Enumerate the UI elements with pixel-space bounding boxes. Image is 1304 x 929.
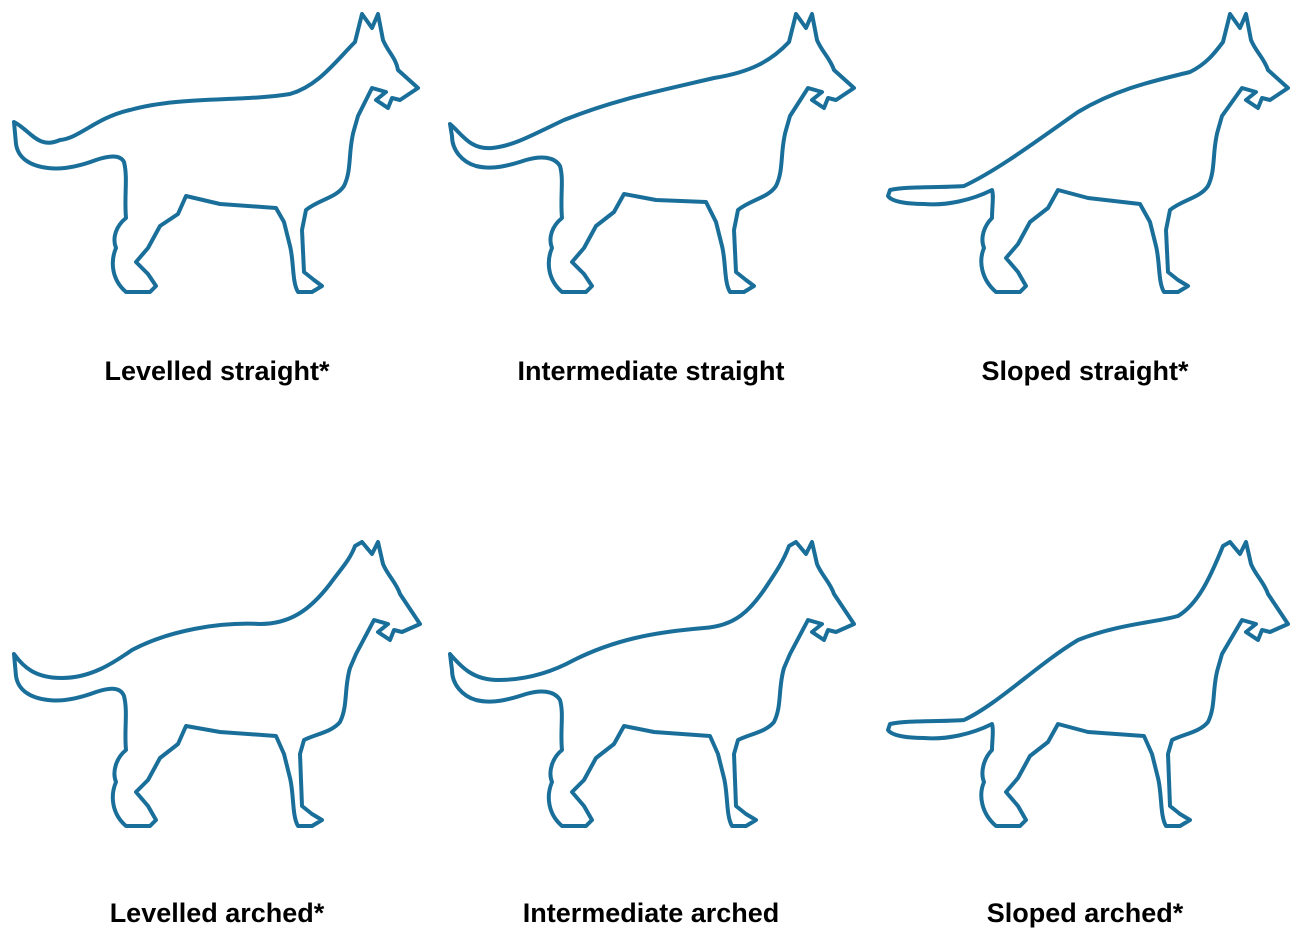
panel-caption: Levelled straight* [0,356,434,387]
panel-caption: Levelled arched* [0,898,434,929]
dog-outline [14,14,418,292]
dog-silhouette-sloped-straight [868,0,1302,320]
panel-intermediate-arched: Intermediate arched [434,464,868,928]
dog-outline [14,542,420,826]
dog-outline [450,542,854,826]
panel-levelled-arched: Levelled arched* [0,464,434,928]
dog-silhouette-sloped-arched [868,464,1302,784]
panel-caption: Sloped arched* [868,898,1302,929]
dog-silhouette-levelled-arched [0,464,434,784]
dog-outline [888,542,1288,826]
panel-levelled-straight: Levelled straight* [0,0,434,464]
panel-caption: Intermediate straight [434,356,868,387]
panel-caption: Intermediate arched [434,898,868,929]
dog-outline [888,14,1288,292]
dog-silhouette-intermediate-straight [434,0,868,320]
dog-silhouette-levelled-straight [0,0,434,320]
panel-intermediate-straight: Intermediate straight [434,0,868,464]
dog-outline [450,14,854,292]
panel-sloped-straight: Sloped straight* [868,0,1302,464]
panel-caption: Sloped straight* [868,356,1302,387]
panel-sloped-arched: Sloped arched* [868,464,1302,928]
dog-silhouette-intermediate-arched [434,464,868,784]
